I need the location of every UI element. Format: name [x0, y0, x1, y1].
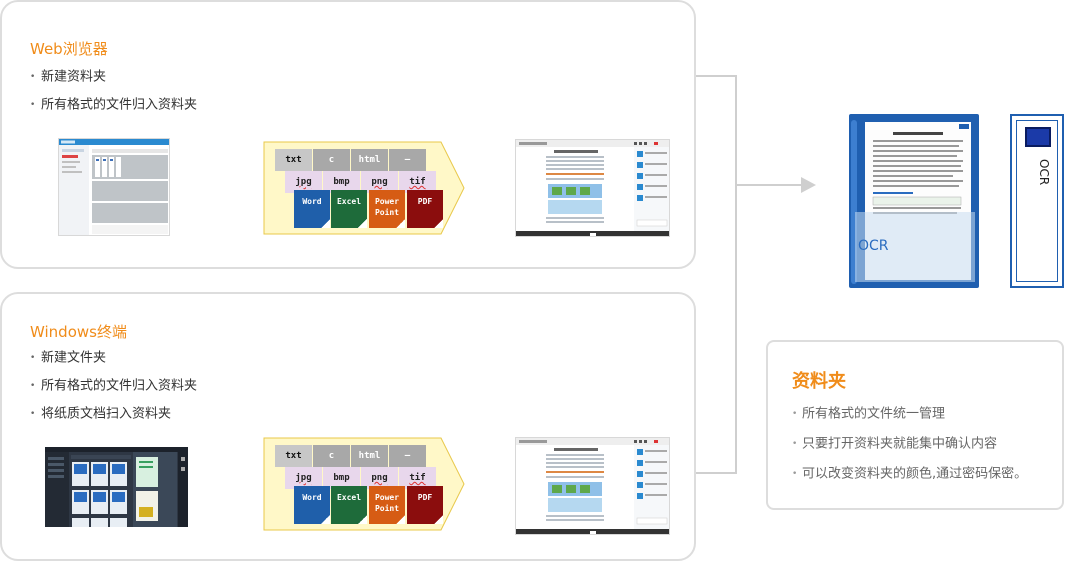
arrow-head-icon [801, 177, 816, 193]
connector-line-top [696, 75, 737, 77]
format-tab-png: png [361, 467, 398, 489]
info-feature-item: 只要打开资料夹就能集中确认内容 [792, 429, 1027, 459]
format-tab-bmp: bmp [323, 467, 360, 489]
app-pdf-icon: PDF [407, 486, 443, 524]
info-feature-item: 所有格式的文件统一管理 [792, 399, 1027, 429]
format-jpg-label: jpg [295, 177, 312, 187]
format-png-label: png [371, 177, 388, 187]
format-png-label: png [371, 473, 388, 483]
format-tif-label: tif [409, 177, 426, 187]
info-feature-item: 可以改变资料夹的颜色,通过密码保密。 [792, 459, 1027, 489]
blue-folder-image [849, 114, 979, 288]
folder-clear-sleeve [855, 212, 975, 282]
format-tab-other: — [389, 149, 426, 171]
folder-spine [851, 120, 857, 284]
windows-terminal-panel: Windows终端 新建文件夹 所有格式的文件归入资料夹 将纸质文档扫入资料夹 [0, 292, 696, 561]
format-tab-c: c [313, 445, 350, 467]
app-word-icon: Word [294, 486, 330, 524]
format-tab-html: html [351, 445, 388, 467]
format-tab-tif: tif [399, 171, 436, 193]
windows-app-screenshot [45, 447, 188, 527]
binder-inner-frame: OCR [1016, 120, 1058, 282]
viewer-ui-illustration [516, 438, 669, 534]
web-browser-screenshot [58, 138, 170, 236]
format-tab-png: png [361, 171, 398, 193]
web-ui-illustration [59, 139, 169, 235]
format-tab-txt: txt [275, 149, 312, 171]
info-feature-list: 所有格式的文件统一管理 只要打开资料夹就能集中确认内容 可以改变资料夹的颜色,通… [792, 399, 1027, 489]
file-formats-diagram: txt c html — jpg bmp png tif Word Excel … [263, 437, 465, 531]
format-tif-label: tif [409, 473, 426, 483]
file-formats-diagram: txt c html — jpg bmp png tif Word Excel … [263, 141, 465, 235]
app-excel-icon: Excel [331, 190, 367, 228]
format-tab-txt: txt [275, 445, 312, 467]
connector-line-arrow-shaft [737, 184, 803, 186]
format-tab-bmp: bmp [323, 171, 360, 193]
format-tab-other: — [389, 445, 426, 467]
windows-ui-illustration [45, 447, 188, 527]
document-viewer-screenshot [515, 139, 670, 237]
binder-label-icon [1025, 127, 1051, 147]
document-page-illustration [872, 124, 969, 214]
binder-ocr-label: OCR [1037, 159, 1051, 186]
format-jpg-label: jpg [295, 473, 312, 483]
ocr-binder-image: OCR [1010, 114, 1064, 288]
connector-line-vertical [735, 75, 737, 474]
format-tab-jpg: jpg [285, 467, 322, 489]
windows-feature-item: 所有格式的文件归入资料夹 [30, 372, 197, 400]
folder-info-box: 资料夹 所有格式的文件统一管理 只要打开资料夹就能集中确认内容 可以改变资料夹的… [766, 340, 1064, 510]
app-powerpoint-icon: Power Point [369, 486, 405, 524]
app-word-icon: Word [294, 190, 330, 228]
format-tab-tif: tif [399, 467, 436, 489]
web-feature-item: 新建资料夹 [30, 63, 197, 91]
connector-line-bottom [696, 472, 737, 474]
format-tab-html: html [351, 149, 388, 171]
app-pdf-icon: PDF [407, 190, 443, 228]
format-bmp-label: bmp [333, 177, 350, 187]
viewer-ui-illustration [516, 140, 669, 236]
format-bmp-label: bmp [333, 473, 350, 483]
format-tab-c: c [313, 149, 350, 171]
windows-feature-list: 新建文件夹 所有格式的文件归入资料夹 将纸质文档扫入资料夹 [30, 344, 197, 428]
web-feature-item: 所有格式的文件归入资料夹 [30, 91, 197, 119]
windows-feature-item: 新建文件夹 [30, 344, 197, 372]
web-panel-title: Web浏览器 [30, 40, 108, 58]
document-viewer-screenshot [515, 437, 670, 535]
info-box-title: 资料夹 [792, 371, 846, 392]
web-feature-list: 新建资料夹 所有格式的文件归入资料夹 [30, 63, 197, 119]
windows-feature-item: 将纸质文档扫入资料夹 [30, 400, 197, 428]
web-browser-panel: Web浏览器 新建资料夹 所有格式的文件归入资料夹 [0, 0, 696, 269]
format-tab-jpg: jpg [285, 171, 322, 193]
folder-ocr-label: OCR [858, 238, 889, 254]
app-excel-icon: Excel [331, 486, 367, 524]
app-powerpoint-icon: Power Point [369, 190, 405, 228]
windows-panel-title: Windows终端 [30, 323, 127, 341]
